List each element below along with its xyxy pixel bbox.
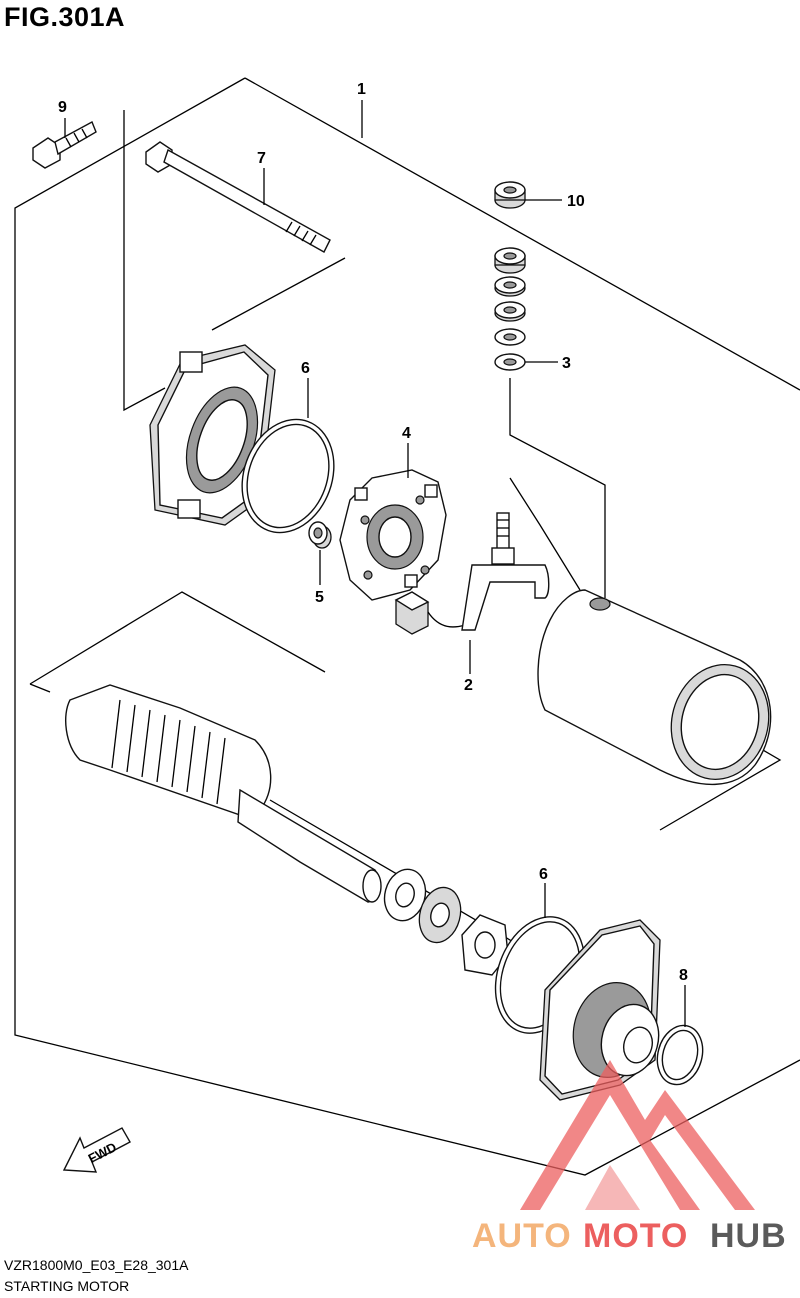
callout-6b: 6 [539, 866, 548, 883]
watermark-part3: HUB [710, 1217, 787, 1255]
figure-title: FIG.301A [4, 2, 126, 32]
callout-7: 7 [257, 150, 266, 167]
motor-yoke-housing [537, 589, 772, 786]
callout-9: 9 [58, 99, 67, 116]
front-end-cover [539, 919, 661, 1101]
callout-3: 3 [562, 355, 571, 372]
o-ring-part-6-upper [241, 418, 335, 534]
watermark-logo [520, 1060, 755, 1210]
callout-4: 4 [402, 425, 411, 442]
shaft-washers [383, 868, 509, 976]
callout-1: 1 [357, 81, 366, 98]
figure-caption: STARTING MOTOR [4, 1278, 130, 1294]
bolt-part-9 [32, 121, 97, 169]
callout-2: 2 [464, 677, 473, 694]
fwd-label: FWD [86, 1139, 119, 1166]
brush-holder-plate-part-4 [339, 469, 447, 601]
brush-terminal-part-2 [394, 512, 550, 635]
armature [65, 684, 382, 903]
callout-5: 5 [315, 589, 324, 606]
nut-part-10 [494, 181, 526, 209]
callout-10: 10 [567, 193, 585, 210]
figure-code: VZR1800M0_E03_E28_301A [4, 1257, 189, 1273]
bushing-part-5 [308, 521, 332, 549]
callout-8: 8 [679, 967, 688, 984]
forward-direction-arrow: FWD [62, 1127, 131, 1173]
watermark-part1: AUTO [472, 1217, 572, 1255]
leader-lines [64, 100, 686, 1027]
watermark-part2: MOTO [583, 1217, 688, 1255]
o-ring-part-8 [656, 1024, 704, 1086]
callout-labels: 1 2 3 4 5 6 6 7 8 9 10 [58, 81, 688, 984]
callout-6a: 6 [301, 360, 310, 377]
watermark-text: AUTO MOTO HUB [472, 1217, 787, 1255]
through-bolt-part-7 [145, 141, 331, 253]
washer-stack-part-3 [494, 247, 526, 371]
